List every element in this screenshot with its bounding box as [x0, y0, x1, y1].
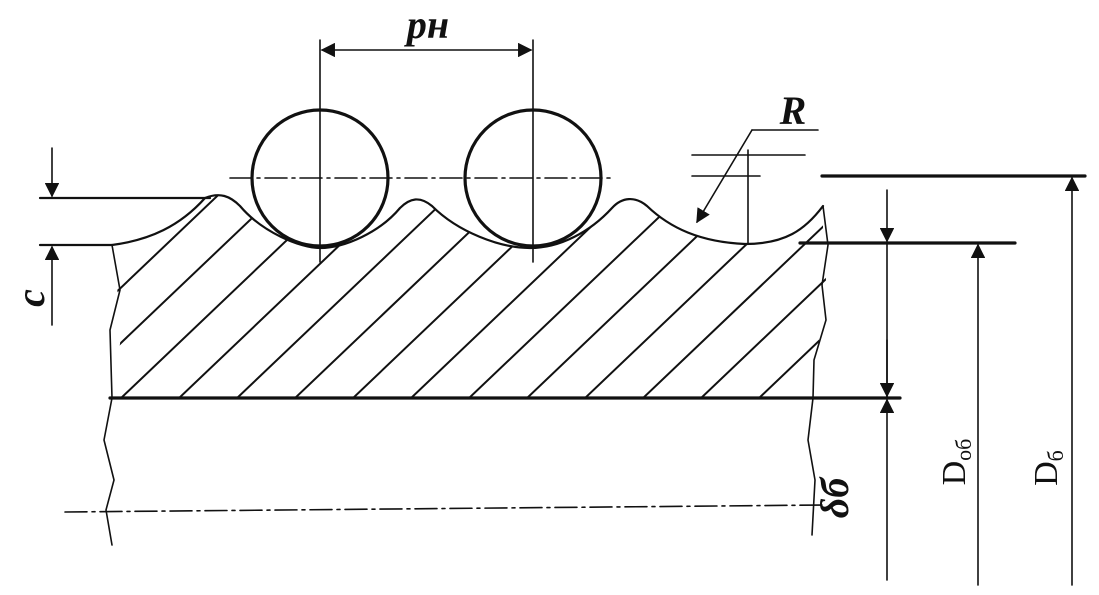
outer-diameter-label: Dб [1028, 450, 1068, 486]
drum-axis-centerline [64, 504, 826, 513]
wall-thickness-dimension: δб [812, 189, 895, 581]
hatch-line [931, 180, 1099, 400]
groove-radius-dimension: R [691, 88, 819, 244]
hatch-line [873, 180, 1099, 400]
hatch-line [989, 180, 1099, 400]
inner-diameter-label: Dоб [936, 439, 976, 486]
hatch-line [640, 195, 826, 398]
hatch-line [350, 195, 583, 398]
hatch-line [292, 195, 525, 398]
depth-label: c [8, 289, 53, 307]
hatch-line [234, 195, 467, 398]
rope-strands [229, 39, 616, 263]
hatch-line [112, 195, 235, 398]
drum-body-section [103, 180, 1099, 546]
outer-diameter-main: D [1028, 461, 1065, 486]
groove-depth-dimension: c [8, 147, 212, 326]
section-hatching [112, 180, 1099, 400]
groove-profile-outline [110, 194, 825, 250]
radius-label: R [779, 88, 807, 133]
hatch-line [466, 195, 699, 398]
hatch-line [582, 195, 815, 398]
wall-label: δб [812, 476, 857, 518]
inner-diameter-sub: об [951, 439, 976, 461]
pitch-dimension: pн [320, 2, 533, 58]
hatch-line [698, 195, 826, 398]
hatch-line [524, 195, 757, 398]
outer-diameter-sub: б [1043, 450, 1068, 461]
inner-diameter-main: D [936, 461, 973, 486]
hatch-line [1047, 180, 1099, 400]
pitch-label: pн [404, 2, 449, 47]
hatch-line [756, 195, 826, 398]
hatch-line [118, 195, 351, 398]
right-break-line [807, 205, 829, 536]
outer-diameter-dimension: Dб [1028, 176, 1080, 586]
hatch-line [176, 195, 409, 398]
hatch-line [408, 195, 641, 398]
hatch-line [814, 195, 826, 398]
inner-diameter-dimension: Dоб [936, 243, 986, 586]
left-break-line [103, 244, 121, 546]
hatch-line [112, 195, 293, 398]
